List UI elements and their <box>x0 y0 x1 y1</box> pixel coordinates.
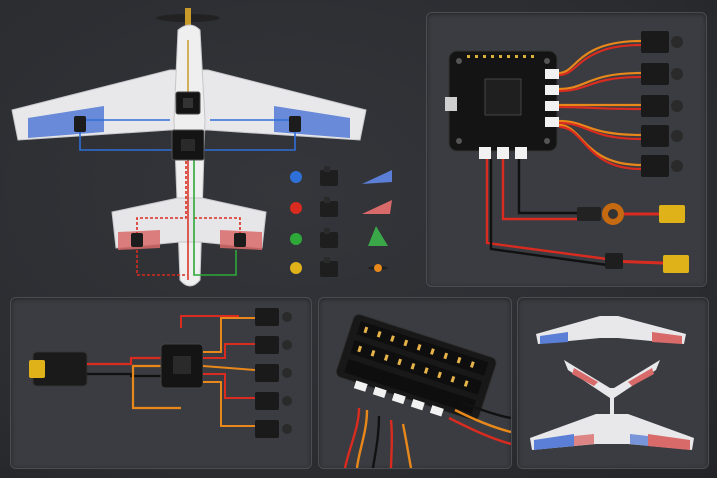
v-tail-config <box>564 360 660 418</box>
flight-controller-board <box>445 50 558 152</box>
flight-controller-board <box>171 129 205 161</box>
flight-controller-board <box>160 343 204 389</box>
servo-2 <box>255 336 292 354</box>
servo-icon <box>320 228 338 248</box>
aileron-servo-right <box>289 116 301 132</box>
servo-3 <box>255 364 292 382</box>
servo-2 <box>641 63 683 85</box>
receiver-board <box>175 91 201 115</box>
servo-5 <box>255 420 292 438</box>
servo-4 <box>255 392 292 410</box>
motor-icon <box>368 264 388 272</box>
legend-dot-green <box>290 233 302 245</box>
inline-fuse <box>605 253 623 269</box>
servo-1 <box>641 31 683 53</box>
servo-connectors <box>545 69 559 127</box>
panel-wing-configurations <box>517 297 709 469</box>
legend-dot-blue <box>290 171 302 183</box>
legend <box>290 166 392 277</box>
elevator-servo-right <box>234 233 246 247</box>
conventional-wing-config <box>530 414 694 450</box>
servo-1 <box>255 308 292 326</box>
xt60-connector-lower <box>663 255 689 273</box>
rudder-icon <box>368 226 388 246</box>
usb-port <box>445 97 457 111</box>
servo-3 <box>641 95 683 117</box>
servo-icon <box>320 197 338 217</box>
flying-wing-config <box>536 316 686 344</box>
servo-4 <box>641 125 683 147</box>
brushless-motor <box>577 203 624 225</box>
aileron-servo-left <box>74 116 86 132</box>
legend-dot-yellow <box>290 262 302 274</box>
aileron-icon <box>362 170 392 184</box>
panel-flight-controller-servos <box>426 12 707 287</box>
airplane-wiring-diagram <box>11 8 367 287</box>
elevator-servo-left <box>131 233 143 247</box>
servo-icon <box>320 257 338 277</box>
elevator-icon <box>362 200 392 214</box>
servo-icon <box>320 166 338 186</box>
elevator-wires <box>136 160 241 276</box>
bottom-connectors <box>479 147 527 159</box>
panel-connector-closeup <box>318 297 512 469</box>
pin-header-board <box>335 313 497 421</box>
aileron-wires <box>79 119 296 151</box>
propeller-icon <box>156 8 220 30</box>
panel-battery-board-servos <box>10 297 312 469</box>
battery-icon <box>29 351 88 387</box>
rudder-wire <box>193 160 237 276</box>
servo-5 <box>641 155 683 177</box>
legend-dot-red <box>290 202 302 214</box>
xt60-connector-upper <box>659 205 685 223</box>
